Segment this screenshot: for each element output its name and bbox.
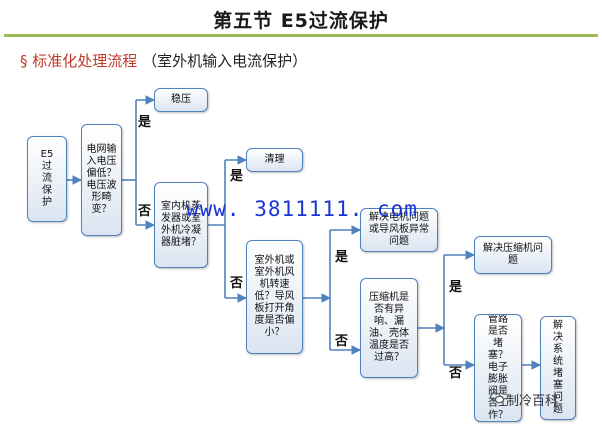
brand-name: 制冷百科	[506, 394, 559, 409]
label-no-1: 否	[138, 204, 152, 219]
node-coil-check: 室内机蒸发器或室外机冷凝器脏堵？	[154, 182, 208, 268]
label-no-2: 否	[230, 276, 244, 291]
watermark-url: www. 3811111. com	[186, 197, 418, 221]
node-fan-check: 室外机或室外机风机转速低？导风板打开角度是否偏小？	[246, 240, 303, 354]
label-yes-3: 是	[335, 250, 349, 265]
subtitle-main: 标准化处理流程	[32, 52, 138, 70]
subtitle-paren: （室外机输入电流保护）	[142, 52, 308, 70]
label-no-4: 否	[449, 366, 463, 381]
slide-subtitle: § 标准化处理流程 （室外机输入电流保护）	[20, 50, 307, 71]
slide-title: 第五节 E5过流保护	[213, 10, 389, 32]
node-voltage-check: 电网输入电压偏低？电压波形畸变？	[81, 124, 122, 236]
node-stabilize: 稳压	[154, 88, 208, 112]
node-compressor-check: 压缩机是否有异响、漏油、壳体温度是否过高？	[360, 278, 418, 378]
node-pipe-fix: 解决系统堵塞问题	[540, 316, 576, 420]
label-yes-1: 是	[138, 115, 152, 130]
node-compressor-fix: 解决压缩机问题	[474, 236, 552, 274]
section-marker: §	[20, 52, 28, 70]
label-yes-2: 是	[230, 169, 244, 184]
node-pipe-check: 管路是否堵塞？电子膨胀阀是否工作？	[474, 314, 522, 422]
node-clean: 清理	[246, 148, 303, 172]
title-rule	[4, 34, 598, 37]
node-fan-fix: 解决电机问题或导风板异常问题	[360, 208, 438, 252]
label-yes-4: 是	[449, 280, 463, 295]
wechat-icon	[490, 392, 504, 404]
node-start: E5过流保护	[27, 136, 67, 222]
label-no-3: 否	[335, 334, 349, 349]
